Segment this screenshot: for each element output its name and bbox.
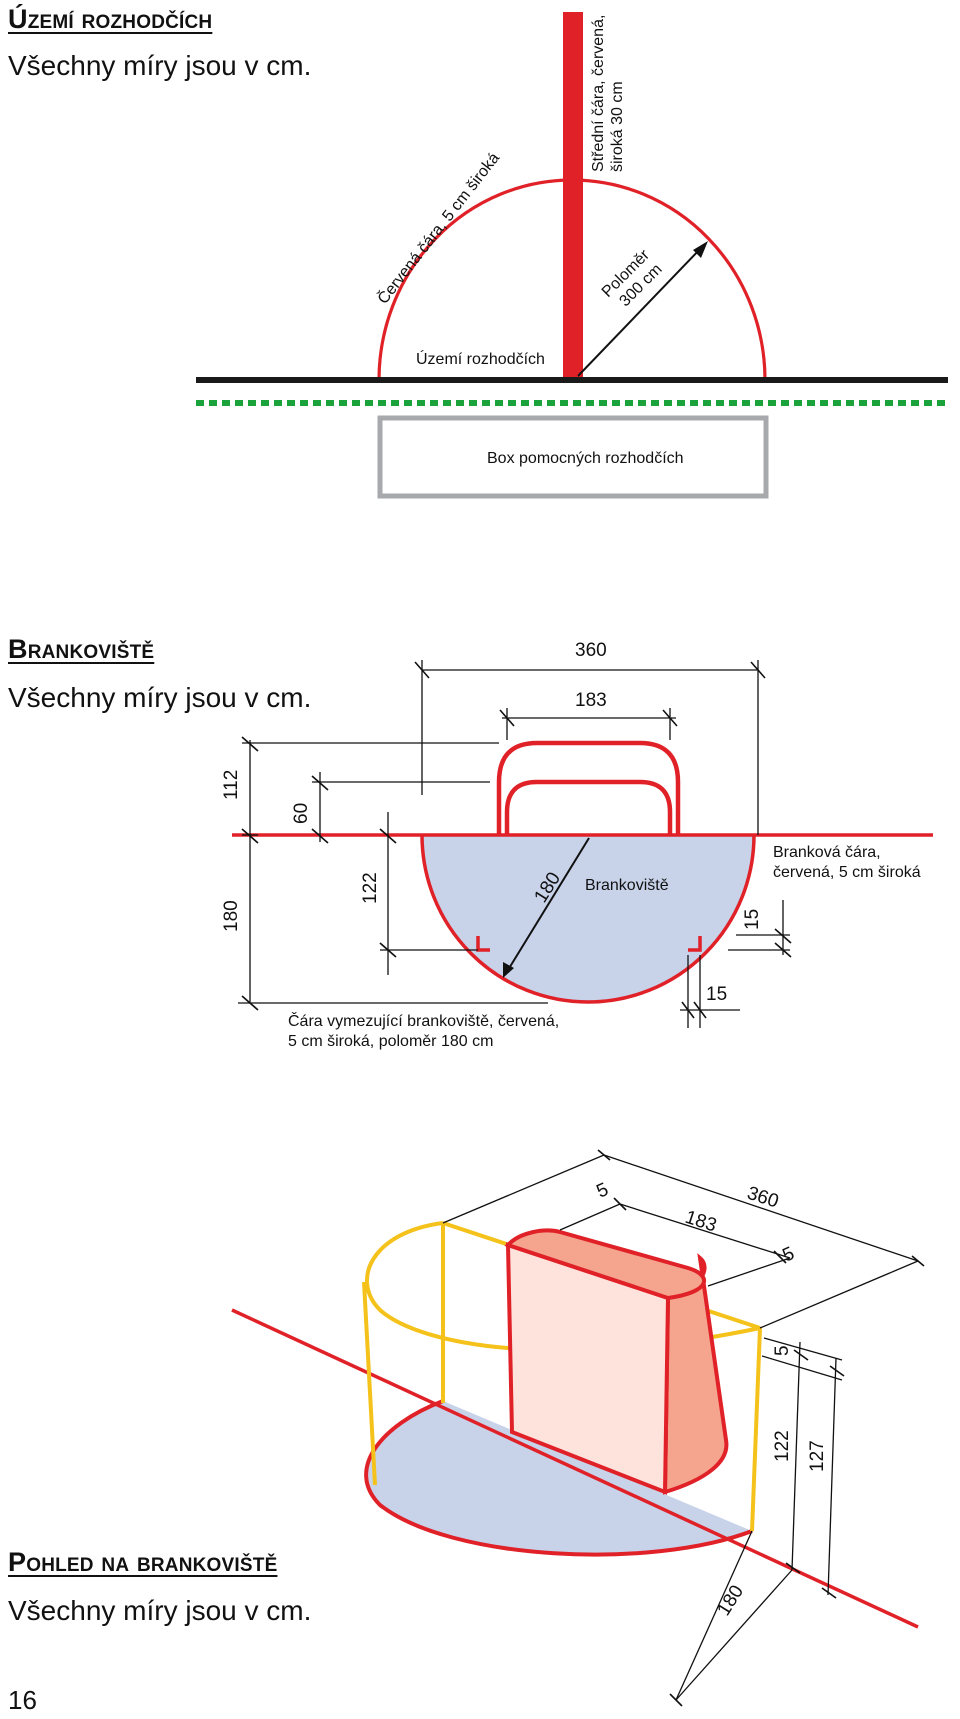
goal-frame-inner [504,779,673,835]
iso-goal-line [231,1308,919,1629]
goal-line-label: Branková čára, červená, 5 cm široká [773,844,921,881]
iso-dim-122-line [791,1341,801,1571]
center-line-label: Střední čára, červená, široká 30 cm [590,10,626,172]
iso-yellow-post-left [362,1281,377,1486]
dim-360-label: 360 [575,640,607,661]
goal-crease-title: Brankoviště [8,634,155,664]
center-red-line [563,12,583,380]
radius-label: Poloměr 300 cm [599,244,670,315]
iso-dim-127-line [827,1357,837,1596]
iso-dim-360-line [603,1154,919,1262]
referee-area-subtitle: Všechny míry jsou v cm. [8,50,312,81]
crease-view-title: Pohled na brankoviště [8,1547,278,1577]
iso-dim-5-left-label: 5 [593,1179,611,1202]
iso-crease-line [364,1399,753,1557]
referee-area-label: Území rozhodčích [416,349,545,368]
dim-15-vertical-label: 15 [742,909,763,930]
iso-dim-180-label: 180 [713,1582,748,1620]
iso-crease-fill [366,1401,752,1555]
page-number: 16 [8,1685,37,1715]
iso-dim-183-label: 183 [682,1207,719,1237]
iso-yellow-post-right [750,1327,762,1532]
crease-fill [422,835,754,1002]
iso-dim-360-label: 360 [744,1183,781,1213]
referee-area-title: Území rozhodčích [8,4,213,34]
officials-box-label: Box pomocných rozhodčích [487,450,684,467]
iso-dim-127-label: 127 [807,1440,828,1472]
dim-122-label: 122 [360,872,381,904]
arc-line-label: Červená čára, 5 cm široká [373,149,503,308]
referee-area-diagram: Střední čára, červená, široká 30 cm Červ… [196,10,948,499]
dim-112-label: 112 [221,770,242,800]
iso-dim-5-top-label: 5 [772,1345,793,1356]
iso-dim-183-line [619,1203,791,1259]
goal-crease-subtitle: Všechny míry jsou v cm. [8,682,312,713]
crease-label: Brankoviště [585,877,669,894]
hash-mark-right [688,936,702,952]
crease-radius-line [507,837,590,971]
radius-arrowhead [693,241,708,258]
crease-radius-arrowhead [503,962,514,978]
goal-frame-outer [496,740,681,835]
iso-dim-180-line [675,1569,793,1701]
dim-180-label: 180 [221,900,242,932]
radius-arrow-line [577,246,703,377]
iso-dim-5-right-label: 5 [779,1243,797,1266]
crease-view-diagram: 5 183 360 5 5 122 127 180 [231,1149,925,1707]
iso-dim-122-label: 122 [772,1430,793,1462]
dim-183-label: 183 [575,690,607,711]
crease-view-subtitle: Všechny míry jsou v cm. [8,1595,312,1626]
goal-crease-diagram: 360 183 112 60 180 122 180 15 15 Brankov… [221,640,933,1050]
officials-box [377,415,769,499]
crease-line-label: Čára vymezující brankoviště, červená, 5 … [288,1011,564,1050]
crease-line [420,834,756,1004]
dim-15-horizontal-label: 15 [706,984,727,1005]
iso-goal-top [504,1228,706,1301]
dim-60-label: 60 [291,803,312,824]
